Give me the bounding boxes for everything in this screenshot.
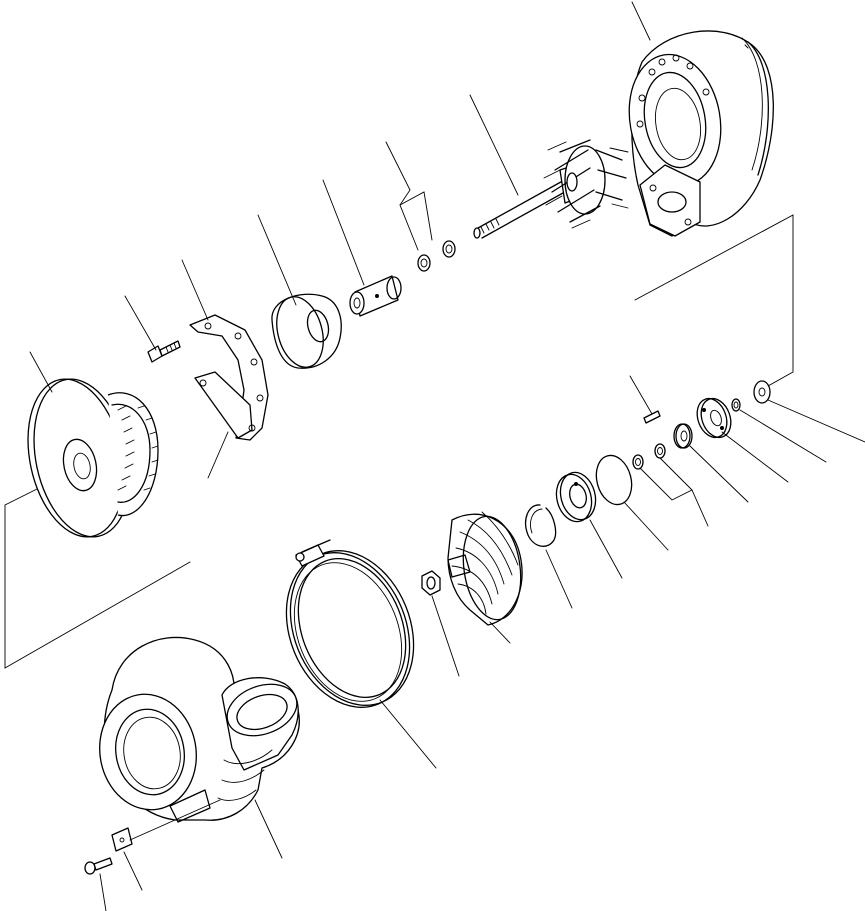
screw xyxy=(84,857,113,875)
bearing xyxy=(349,275,402,317)
snap-ring xyxy=(525,504,557,547)
o-ring xyxy=(595,454,633,506)
heat-shield xyxy=(271,293,342,369)
ring-pair xyxy=(632,443,666,470)
v-band-clamp xyxy=(285,539,415,708)
turbine-housing xyxy=(628,30,774,237)
insert xyxy=(555,471,597,523)
thrust-bearing xyxy=(696,397,732,439)
pin xyxy=(643,410,661,424)
washer xyxy=(753,380,771,404)
center-housing xyxy=(27,378,159,538)
clamp-plate xyxy=(111,827,133,852)
thrust-spacer xyxy=(731,398,741,412)
leader-lines xyxy=(29,1,865,911)
shaft-nut xyxy=(421,570,441,596)
oil-ring-pair xyxy=(417,240,456,272)
turbine-wheel-shaft xyxy=(473,139,629,239)
compressor-housing xyxy=(99,636,300,823)
bolt xyxy=(147,340,181,363)
plate xyxy=(189,314,269,441)
thrust-collar xyxy=(673,423,693,449)
compressor-wheel xyxy=(447,511,523,626)
